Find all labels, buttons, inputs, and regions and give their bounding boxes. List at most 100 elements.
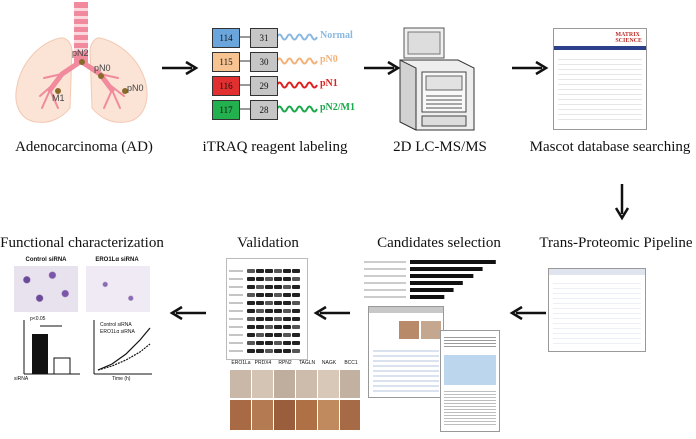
ihc-tile-tumor — [340, 400, 360, 430]
ihc-tile-normal — [340, 370, 360, 398]
blot-band — [292, 269, 300, 273]
step-itraq-caption: iTRAQ reagent labeling — [202, 139, 348, 155]
blot-band — [247, 301, 255, 305]
blot-band — [247, 325, 255, 329]
paper-body — [444, 389, 496, 427]
arrow-3 — [512, 60, 549, 76]
blot-band — [283, 349, 291, 353]
lungs-illustration — [15, 2, 148, 123]
cand-bar — [410, 274, 474, 278]
itraq-label-pn0: pN0 — [320, 54, 338, 65]
bar-axis-label: siRNA — [14, 376, 29, 382]
paper-title-block — [444, 335, 496, 349]
blot-band — [274, 341, 282, 345]
blot-band — [265, 301, 273, 305]
itraq-tag-117: 117 — [212, 100, 240, 120]
blot-band — [247, 317, 255, 321]
line-xlabel: Time (h) — [112, 376, 131, 382]
blot-band — [265, 269, 273, 273]
blot-band — [265, 317, 273, 321]
itraq-wave-115 — [276, 57, 318, 65]
blot-band — [265, 349, 273, 353]
blot-band — [274, 309, 282, 313]
blot-band — [274, 325, 282, 329]
cand-bar — [410, 295, 445, 299]
arrow-6 — [169, 305, 206, 321]
blot-band — [283, 325, 291, 329]
control-migration-image — [14, 266, 78, 312]
blot-band — [274, 269, 282, 273]
blot-band — [274, 349, 282, 353]
blot-band — [256, 309, 264, 313]
lcms-instrument — [399, 27, 475, 131]
blot-band — [247, 269, 255, 273]
ihc-tile-tumor — [252, 400, 273, 430]
paper-highlight — [444, 355, 496, 385]
itraq-wave-117 — [276, 105, 318, 113]
blot-band — [265, 333, 273, 337]
ihc-label: BCC1 — [344, 360, 358, 366]
blot-band — [265, 285, 273, 289]
tpp-content — [553, 279, 641, 347]
cand-bar — [410, 267, 483, 271]
blot-band — [283, 309, 291, 313]
blot-band — [247, 293, 255, 297]
itraq-label-pn1: pN1 — [320, 78, 338, 89]
ihc-thumb-2 — [421, 321, 441, 339]
blot-band — [292, 325, 300, 329]
tpp-header-bar — [549, 269, 645, 275]
itraq-waves — [239, 33, 318, 113]
blot-band — [256, 317, 264, 321]
matrix-science-logo: MATRIX SCIENCE — [615, 32, 642, 44]
ihc-tile-normal — [230, 370, 251, 398]
ihc-tile-normal — [318, 370, 339, 398]
ihc-label: TAGLN — [298, 360, 316, 366]
arrow-5 — [313, 305, 350, 321]
ihc-label: ERO1La — [231, 360, 251, 366]
migration-bar-chart — [23, 320, 80, 375]
itraq-balance-30: 30 — [250, 52, 278, 72]
itraq-tag-115: 115 — [212, 52, 240, 72]
candidates-web-screenshot — [368, 306, 444, 398]
paper-screenshot — [440, 330, 500, 432]
ihc-tiles — [230, 370, 360, 430]
blot-band — [274, 333, 282, 337]
blot-band — [283, 333, 291, 337]
blot-band — [283, 293, 291, 297]
step-validation-caption: Validation — [237, 235, 299, 251]
ihc-tile-normal — [252, 370, 273, 398]
blot-band — [283, 269, 291, 273]
blot-band — [265, 277, 273, 281]
blot-band — [247, 349, 255, 353]
cand-bar — [410, 260, 496, 264]
cand-bar — [410, 281, 463, 285]
logo-line-1: MATRIX — [615, 32, 640, 38]
bar-ero1 — [53, 357, 71, 375]
ihc-label: NAGK — [321, 360, 337, 366]
mascot-nav-bar — [554, 46, 646, 50]
ihc-thumb-1 — [399, 321, 419, 339]
blot-band — [247, 341, 255, 345]
blot-band — [274, 285, 282, 289]
blot-band — [283, 277, 291, 281]
control-sirna-label: Control siRNA — [25, 257, 67, 263]
blot-band — [292, 317, 300, 321]
blot-band — [256, 333, 264, 337]
blot-band — [256, 325, 264, 329]
candidates-barchart — [364, 260, 496, 299]
blot-band — [247, 309, 255, 313]
right-lung — [89, 37, 148, 123]
blot-band — [292, 293, 300, 297]
candidates-header — [369, 307, 443, 313]
line-ero1 — [97, 343, 151, 371]
blot-band — [265, 341, 273, 345]
candidates-table — [373, 347, 439, 393]
blot-band — [256, 285, 264, 289]
blot-band — [265, 325, 273, 329]
blot-band — [256, 301, 264, 305]
proliferation-line-chart — [93, 320, 152, 375]
step-candidates-caption: Candidates selection — [377, 235, 501, 251]
itraq-wave-114 — [276, 33, 318, 41]
